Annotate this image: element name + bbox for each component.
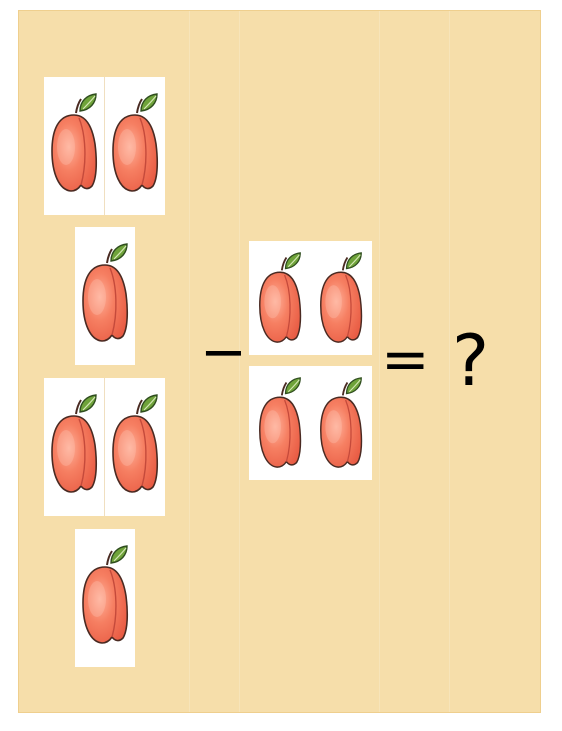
card-subtrahend-top (249, 241, 372, 355)
card-double-top (44, 77, 165, 215)
card-divider (104, 378, 105, 516)
peach-icon (319, 252, 363, 344)
minus-sign: − (200, 320, 247, 385)
board-stripe (189, 11, 190, 712)
peach-icon (112, 93, 159, 192)
peach-icon (51, 394, 98, 493)
peach-icon (82, 545, 129, 644)
card-subtrahend-bottom (249, 366, 372, 480)
board-stripe (379, 11, 380, 712)
peach-icon (258, 377, 302, 469)
card-single (75, 227, 135, 365)
board-stripe (449, 11, 450, 712)
peach-icon (319, 377, 363, 469)
peach-icon (258, 252, 302, 344)
unknown-answer: ? (452, 320, 490, 402)
card-double-middle (44, 378, 165, 516)
card-divider (104, 77, 105, 215)
card-single (75, 529, 135, 667)
equals-sign: = (381, 325, 430, 393)
peach-icon (82, 243, 129, 342)
peach-icon (51, 93, 98, 192)
peach-icon (112, 394, 159, 493)
board-stripe (239, 11, 240, 712)
